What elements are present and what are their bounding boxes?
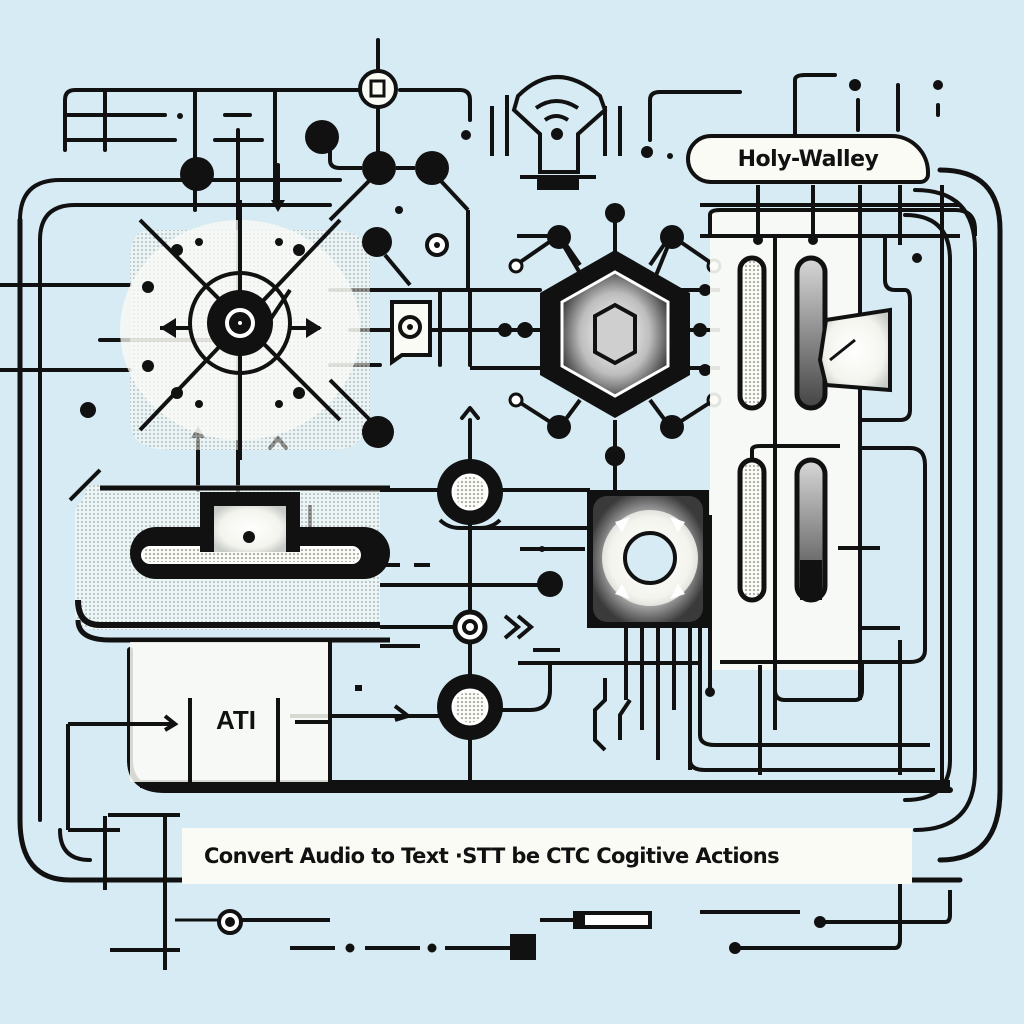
title-label: Holy-Walley: [737, 146, 879, 172]
network-nodes: [80, 79, 943, 448]
radial-node-icon: [120, 200, 382, 460]
module-label: ATI: [216, 704, 256, 735]
capsule-switch-icon: [688, 185, 977, 790]
ring-knob-icon: [587, 490, 709, 770]
caption-bar: Convert Audio to Text ·STT be CTC Cogiti…: [182, 828, 912, 884]
top-wiring: [63, 38, 940, 542]
connector-plug-icon: [110, 880, 952, 960]
center-nodes: [290, 440, 700, 790]
lightbulb-wifi-icon: [490, 75, 622, 190]
top-junction-icon: [358, 69, 398, 109]
slot-tray-icon: [66, 468, 390, 970]
hexagon-hub-icon: [470, 203, 722, 466]
title-label-pill: Holy-Walley: [686, 134, 930, 184]
outer-frame: [17, 167, 1003, 883]
document-target-icon: [390, 300, 432, 366]
caption-text: Convert Audio to Text ·STT be CTC Cogiti…: [204, 844, 780, 868]
main-panel: [140, 780, 950, 788]
module-label-box: ATI: [200, 700, 272, 740]
